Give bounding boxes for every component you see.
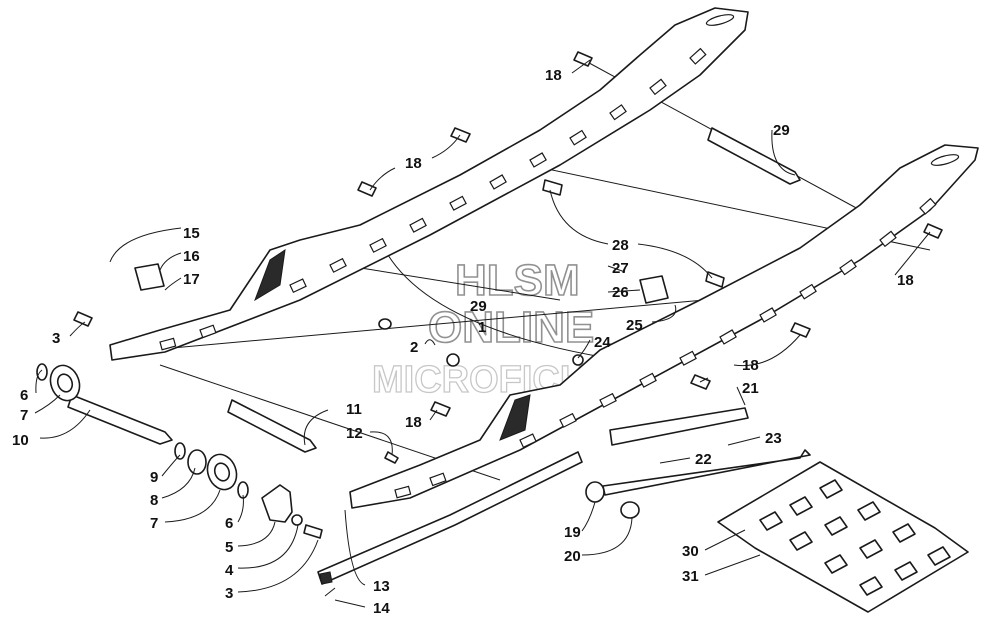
callout-28: 7 — [150, 515, 158, 532]
callout-34: 4 — [225, 562, 234, 579]
callout-5: 17 — [183, 271, 200, 288]
slide-13 — [317, 451, 583, 597]
callout-4: 16 — [183, 248, 200, 265]
spring-assembly — [585, 407, 811, 519]
callout-29: 6 — [225, 515, 233, 532]
callout-22: 18 — [405, 414, 422, 431]
right-rail — [349, 144, 979, 509]
callout-23: 12 — [346, 425, 363, 442]
callout-15: 24 — [594, 334, 611, 351]
callout-35: 31 — [682, 568, 699, 585]
callout-8: 26 — [612, 284, 629, 301]
callout-38: 14 — [373, 600, 390, 617]
callout-2: 18 — [405, 155, 422, 172]
cross-shaft-11 — [227, 399, 317, 453]
callout-16: 6 — [20, 387, 28, 404]
callout-37: 3 — [225, 585, 233, 602]
cross-shaft-29 — [707, 127, 801, 185]
callout-21: 11 — [346, 401, 362, 418]
callout-3: 15 — [183, 225, 200, 242]
callouts: 18 29 18 15 16 17 28 27 26 29 1 25 18 3 … — [12, 67, 914, 617]
track-lugs — [759, 479, 951, 596]
left-rail — [109, 7, 749, 361]
callout-33: 30 — [682, 543, 699, 560]
watermark-line-2: ONLINE — [428, 303, 594, 352]
callout-1: 29 — [773, 122, 790, 139]
callout-10: 1 — [478, 319, 486, 336]
callout-31: 5 — [225, 539, 233, 556]
callout-11: 25 — [626, 317, 643, 334]
callout-leaders — [34, 59, 931, 608]
callout-7: 27 — [612, 260, 629, 277]
callout-19: 21 — [742, 380, 759, 397]
callout-25: 22 — [695, 451, 712, 468]
axle-10 — [67, 394, 173, 445]
track — [717, 461, 969, 613]
callout-0: 18 — [545, 67, 562, 84]
watermark-line-1: HLSM — [455, 256, 580, 305]
callout-12: 18 — [897, 272, 914, 289]
callout-24: 23 — [765, 430, 782, 447]
right-rail-slots — [394, 197, 937, 499]
callout-9: 29 — [470, 298, 487, 315]
hardware — [73, 51, 943, 464]
callout-36: 13 — [373, 578, 390, 595]
callout-17: 18 — [742, 357, 759, 374]
callout-18: 7 — [20, 407, 28, 424]
callout-14: 2 — [410, 339, 418, 356]
wheels — [36, 363, 323, 539]
callout-13: 3 — [52, 330, 60, 347]
callout-20: 10 — [12, 432, 29, 449]
left-rail-slots — [159, 47, 707, 351]
callout-27: 8 — [150, 492, 158, 509]
callout-26: 9 — [150, 469, 158, 486]
callout-6: 28 — [612, 237, 629, 254]
callout-32: 20 — [564, 548, 581, 565]
callout-30: 19 — [564, 524, 581, 541]
